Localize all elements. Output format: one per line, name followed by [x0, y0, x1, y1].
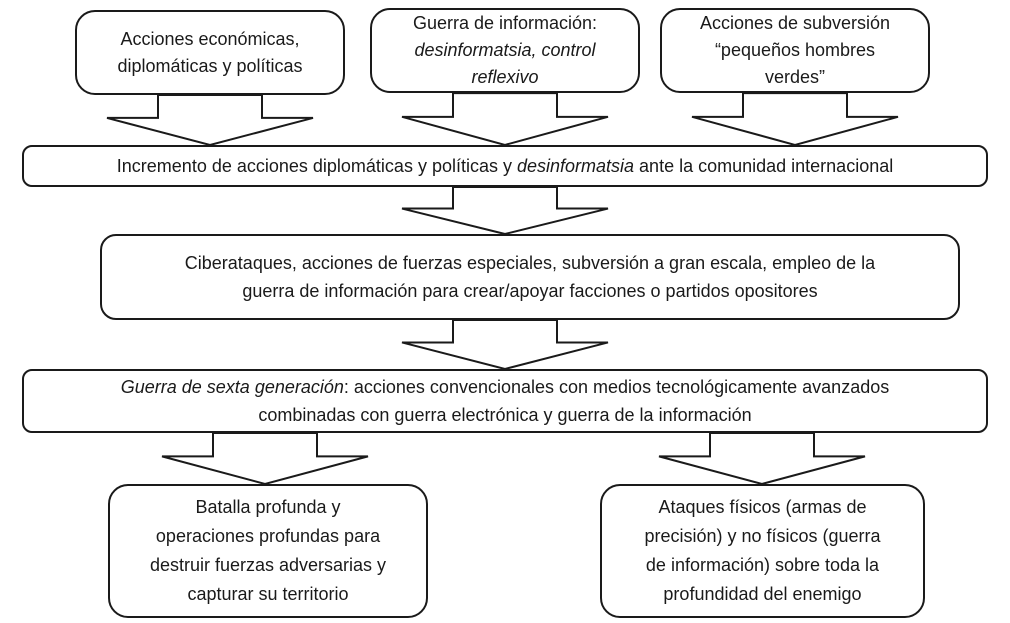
box-economic-diplomatic-actions-text: Acciones económicas, diplomáticas y polí… — [117, 28, 303, 76]
box-subversion-actions-text: Acciones de subversión “pequeños hombres… — [699, 13, 891, 87]
down-arrow-icon — [400, 186, 610, 235]
box-physical-attacks: Ataques físicos (armas de precisión) y n… — [600, 484, 925, 618]
down-arrow-icon — [400, 319, 610, 370]
box-cyberattacks: Ciberataques, acciones de fuerzas especi… — [100, 234, 960, 320]
band-sixth-generation-war-text: Guerra de sexta generación: acciones con… — [120, 377, 890, 425]
down-arrow-icon — [105, 94, 315, 146]
down-arrow-icon — [400, 92, 610, 146]
band-sixth-generation-war: Guerra de sexta generación: acciones con… — [22, 369, 988, 433]
down-arrow-icon — [657, 432, 867, 485]
box-information-war: Guerra de información: desinformatsia, c… — [370, 8, 640, 93]
box-physical-attacks-text: Ataques físicos (armas de precisión) y n… — [644, 497, 881, 604]
down-arrow-icon — [160, 432, 370, 485]
box-cyberattacks-text: Ciberataques, acciones de fuerzas especi… — [184, 253, 876, 301]
box-deep-battle: Batalla profunda y operaciones profundas… — [108, 484, 428, 618]
box-economic-diplomatic-actions: Acciones económicas, diplomáticas y polí… — [75, 10, 345, 95]
band-international-pressure: Incremento de acciones diplomáticas y po… — [22, 145, 988, 187]
down-arrow-icon — [690, 92, 900, 146]
band-international-pressure-text: Incremento de acciones diplomáticas y po… — [116, 156, 894, 176]
box-information-war-text: Guerra de información: desinformatsia, c… — [412, 13, 598, 87]
box-subversion-actions: Acciones de subversión “pequeños hombres… — [660, 8, 930, 93]
box-deep-battle-text: Batalla profunda y operaciones profundas… — [149, 497, 387, 604]
